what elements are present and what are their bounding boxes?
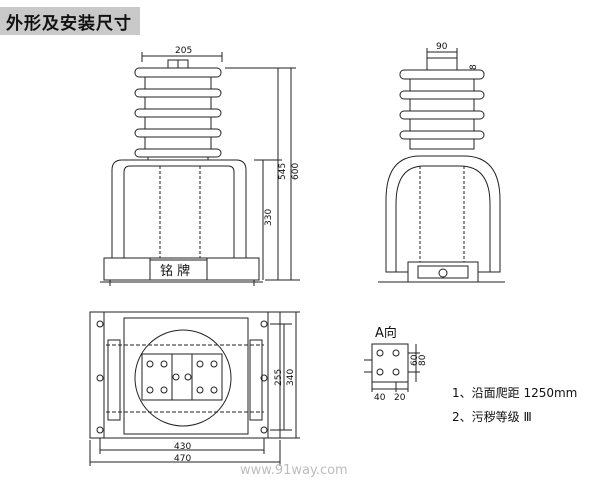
dim-600: 600 (291, 163, 301, 180)
dim-8: 8 (469, 64, 479, 70)
page-title: 外形及安装尺寸 (6, 14, 132, 34)
dim-20: 20 (394, 393, 406, 403)
a-view: A向 60 80 40 20 (364, 325, 428, 403)
dim-470: 470 (174, 454, 191, 464)
dim-80: 80 (418, 354, 428, 366)
base-view: 430 470 255 340 (89, 311, 300, 466)
side-view: 90 8 (378, 42, 505, 283)
dim-40: 40 (374, 393, 386, 403)
watermark: www.91way.com (240, 463, 348, 478)
a-view-label: A向 (375, 325, 397, 341)
title-bar: 外形及安装尺寸 (0, 7, 140, 35)
dim-255: 255 (274, 369, 284, 386)
dim-340: 340 (286, 369, 296, 386)
dim-90: 90 (436, 42, 448, 52)
nameplate-label: 铭 牌 (160, 263, 190, 279)
dim-545: 545 (278, 163, 288, 180)
note-2: 2、污秽等级 Ⅲ (452, 410, 532, 424)
dim-330: 330 (264, 209, 274, 226)
note-1: 1、沿面爬距 1250mm (452, 386, 577, 400)
dim-430: 430 (174, 442, 191, 452)
dim-60: 60 (410, 354, 420, 366)
dim-205: 205 (175, 46, 192, 56)
front-view: 205 铭 牌 545 (100, 46, 301, 286)
